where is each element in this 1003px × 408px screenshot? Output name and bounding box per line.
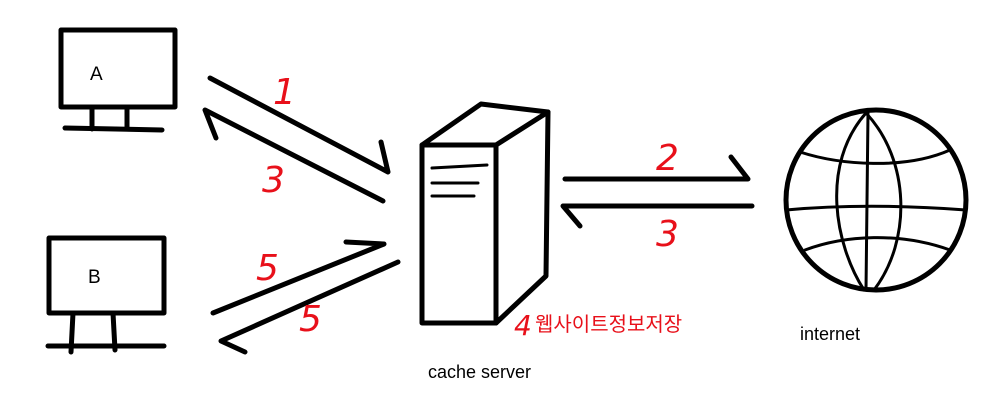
computer-b-monitor <box>46 235 167 316</box>
globe-outline <box>783 107 969 293</box>
cache-server-slot-1 <box>430 163 489 170</box>
arrow-b-to-server-line <box>210 239 387 316</box>
globe-meridian-right <box>864 111 903 292</box>
step-1-label: 1 <box>273 72 296 113</box>
step-2-label: 2 <box>656 138 679 179</box>
arrow-server-to-b-line <box>218 259 401 355</box>
step-3-client-label: 3 <box>262 160 285 201</box>
arrow-server-to-a <box>202 107 386 204</box>
step-4-description: 웹사이트정보저장 <box>535 312 682 336</box>
globe-parallel-bottom <box>803 236 952 252</box>
step-3-internet-label: 3 <box>656 214 679 255</box>
arrow-internet-to-server <box>560 203 755 229</box>
arrow-internet-to-server-line <box>560 203 755 229</box>
cache-server: cache server <box>419 101 551 382</box>
cache-server-front <box>419 142 499 326</box>
cache-server-label: cache server <box>428 362 531 382</box>
globe-meridian-center <box>864 111 870 292</box>
arrow-a-to-server-line <box>207 75 391 175</box>
arrow-server-to-a-line <box>202 107 386 204</box>
arrow-a-to-server <box>207 75 391 175</box>
arrow-server-to-b <box>218 259 401 355</box>
cache-server-side <box>493 109 551 326</box>
arrow-b-to-server <box>210 239 387 316</box>
arrow-server-to-internet <box>562 154 751 182</box>
computer-a-monitor <box>58 27 178 110</box>
internet-label: internet <box>800 324 860 344</box>
globe-meridian-left <box>835 111 868 292</box>
arrow-server-to-internet-line <box>562 154 751 182</box>
computer-b-label: B <box>88 267 101 288</box>
computer-a-label: A <box>90 64 103 85</box>
step-4-label: 4 <box>514 309 532 342</box>
step-5-request-label: 5 <box>256 248 279 289</box>
step-5-response-label: 5 <box>299 299 322 340</box>
computer-a-base <box>62 125 165 133</box>
globe-parallel-top <box>798 148 952 165</box>
cache-server-top <box>419 101 551 148</box>
computer-b: B <box>45 235 167 355</box>
computer-a: A <box>58 27 178 133</box>
globe-parallel-middle <box>784 204 968 212</box>
internet-globe-icon: internet <box>783 107 969 344</box>
